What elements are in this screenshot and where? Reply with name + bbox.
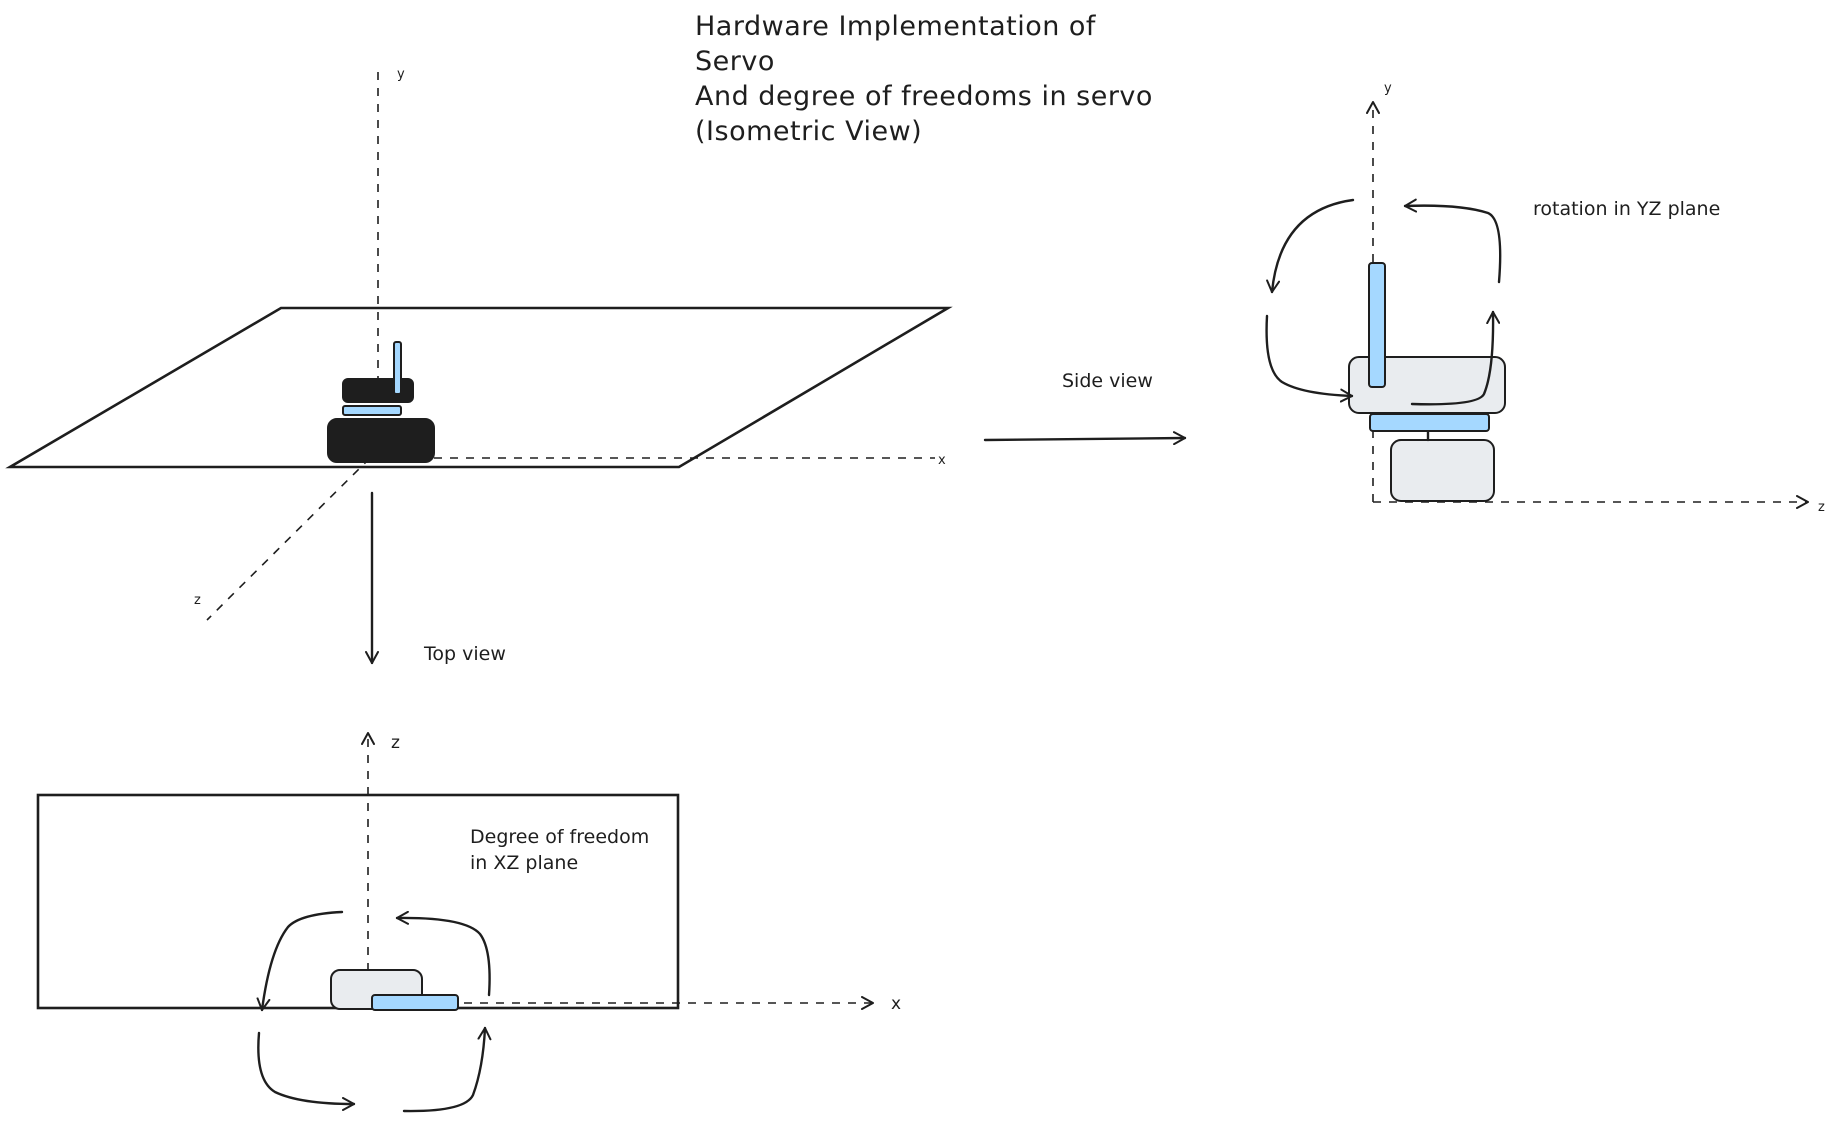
isometric-view: y x z xyxy=(5,67,953,621)
side-z-label: z xyxy=(1818,500,1825,515)
top-rotation-arrow-top-left xyxy=(256,910,344,1012)
title-line-4: (Isometric View) xyxy=(695,116,922,147)
iso-x-label: x xyxy=(938,453,946,468)
dof-label-line-2: in XZ plane xyxy=(470,852,578,874)
iso-servo-horn xyxy=(393,341,402,395)
iso-y-label: y xyxy=(397,67,405,82)
side-view-pointer: Side view xyxy=(983,370,1187,446)
top-view: z x Degree of freedom in XZ plane xyxy=(36,732,901,1113)
iso-servo-top xyxy=(342,378,414,403)
title-line-2: Servo xyxy=(695,46,775,77)
iso-base-plane xyxy=(5,306,953,469)
side-view: y z rotation in YZ plane xyxy=(1265,81,1825,515)
top-view-pointer: Top view xyxy=(365,491,506,665)
top-z-label: z xyxy=(391,733,400,753)
title-line-1: Hardware Implementation of xyxy=(695,11,1097,42)
side-rotation-arrow-bottom-right xyxy=(1410,310,1501,406)
dof-label-line-1: Degree of freedom xyxy=(470,826,649,848)
title-block: Hardware Implementation of Servo And deg… xyxy=(695,11,1153,147)
top-servo-horn xyxy=(371,994,459,1011)
side-rotation-arrow-bottom-left xyxy=(1265,314,1354,403)
iso-z-axis xyxy=(206,457,371,621)
iso-servo-body xyxy=(327,418,435,463)
iso-servo-gear-plate xyxy=(342,405,402,416)
side-servo-gear-plate xyxy=(1369,413,1490,432)
top-rotation-arrow-bottom-left xyxy=(257,1031,356,1111)
side-servo-body xyxy=(1390,439,1495,502)
top-rotation-arrow-bottom-right xyxy=(402,1026,492,1113)
top-x-label: x xyxy=(891,994,901,1014)
side-servo-horn xyxy=(1368,262,1386,388)
side-rotation-arrow-top-left xyxy=(1266,198,1355,294)
side-view-arrow xyxy=(983,431,1187,446)
top-view-label: Top view xyxy=(423,643,506,665)
top-rotation-arrow-top-right xyxy=(395,910,491,997)
iso-z-label: z xyxy=(194,593,201,608)
side-y-label: y xyxy=(1384,81,1392,96)
side-rotation-arrow-top-right xyxy=(1403,198,1502,284)
rotation-yz-label: rotation in YZ plane xyxy=(1533,198,1720,220)
side-servo-top xyxy=(1348,356,1506,414)
side-view-label: Side view xyxy=(1062,370,1153,392)
title-line-3: And degree of freedoms in servo xyxy=(695,81,1153,112)
